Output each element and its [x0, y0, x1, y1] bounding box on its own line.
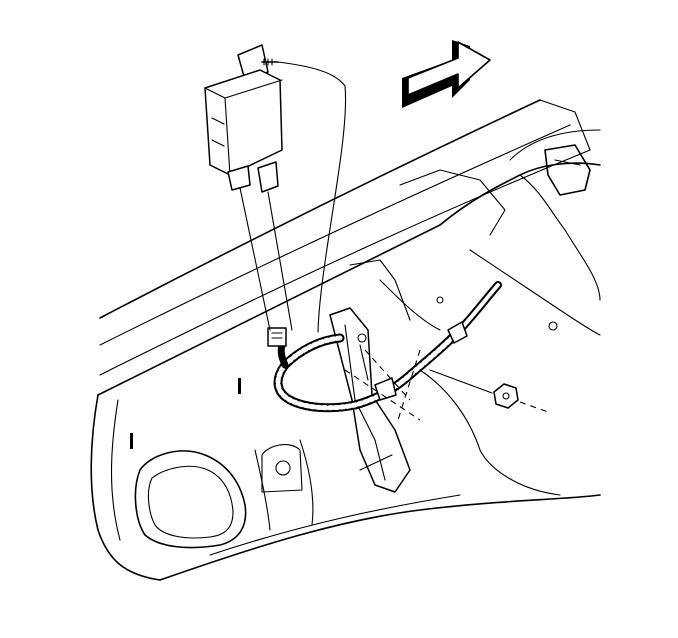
vehicle-body: [90, 99, 601, 581]
access-panel: [134, 450, 247, 549]
leader-lines: [239, 61, 421, 421]
module: [204, 44, 283, 193]
forward-arrow-icon: [402, 40, 491, 108]
wiring-harness: [273, 281, 502, 413]
nut: [429, 369, 549, 413]
harness-connector: [267, 327, 287, 347]
